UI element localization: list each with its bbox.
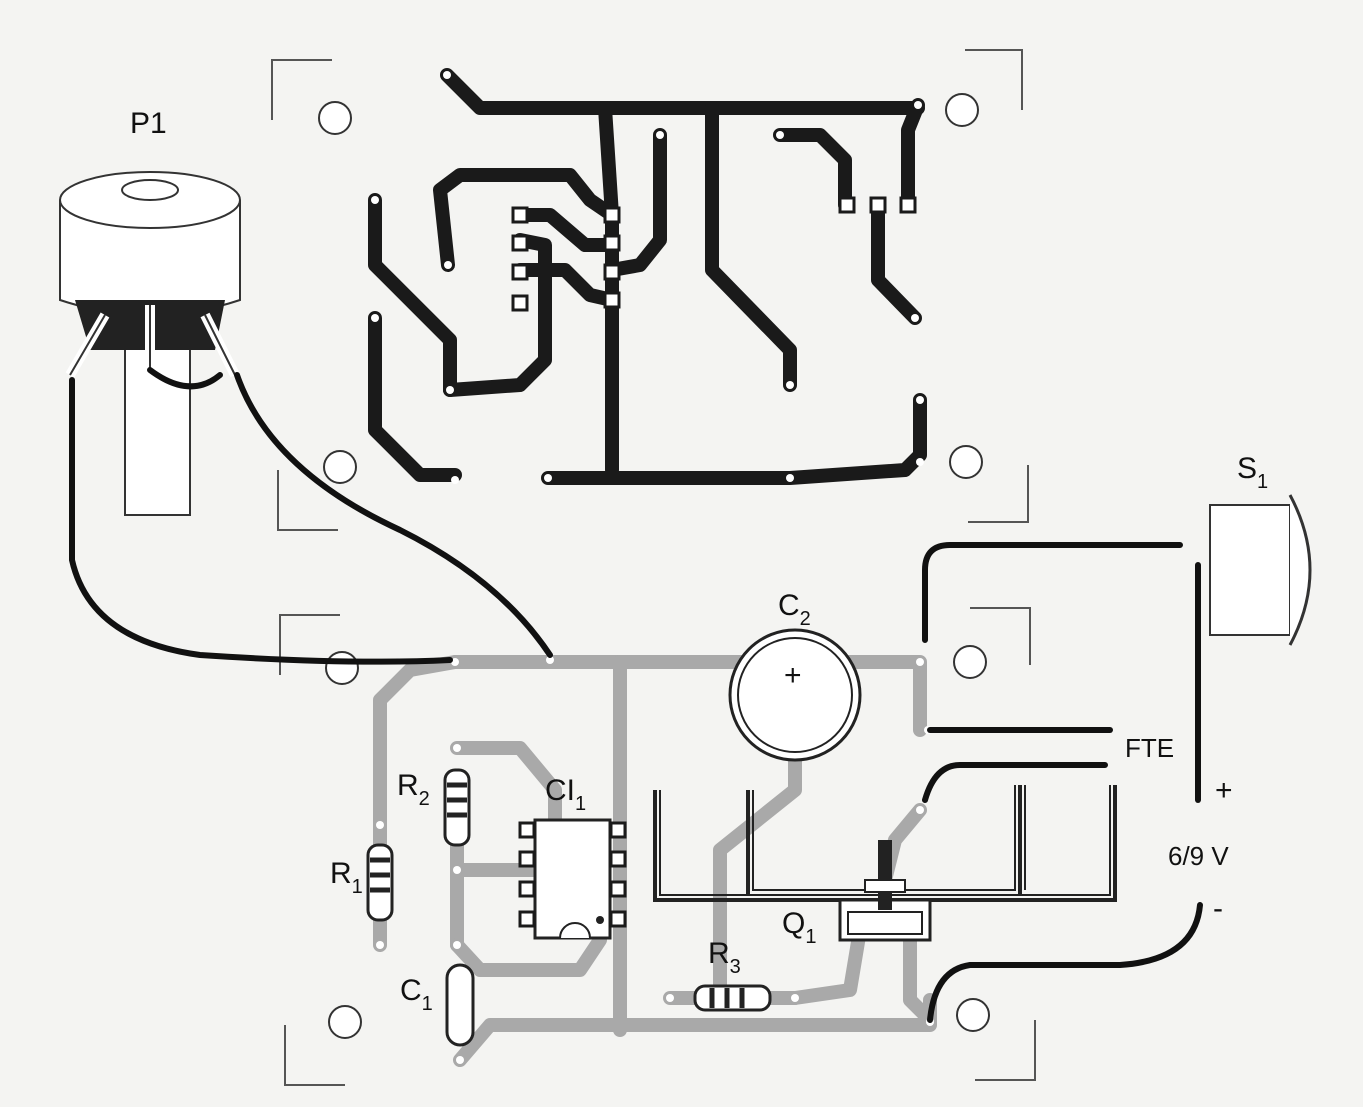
label-c2: C2 xyxy=(778,589,811,630)
label-r3: R3 xyxy=(708,937,741,978)
label-s1: S1 xyxy=(1237,452,1268,493)
label-r1: R1 xyxy=(330,857,363,898)
resistor-r2 xyxy=(443,768,471,847)
resistor-r1 xyxy=(366,843,394,922)
ic-ci1 xyxy=(518,818,627,940)
label-plus: + xyxy=(1215,774,1233,807)
capacitor-c2 xyxy=(728,628,862,762)
label-c1: C1 xyxy=(400,974,433,1015)
label-r2: R2 xyxy=(397,769,430,810)
c2-polarity: + xyxy=(784,659,802,692)
label-q1: Q1 xyxy=(782,907,816,948)
label-p1: P1 xyxy=(130,107,167,140)
potentiometer-p1 xyxy=(59,171,241,516)
top-copper-traces xyxy=(368,68,927,485)
label-minus: - xyxy=(1213,892,1223,925)
transistor-q1 xyxy=(838,840,932,942)
mounting-holes xyxy=(318,93,990,1039)
label-fte: FTE xyxy=(1125,733,1174,763)
label-ci1: CI1 xyxy=(545,774,586,815)
capacitor-c1 xyxy=(445,963,475,1047)
resistor-r3 xyxy=(693,984,772,1012)
ic-pads-top xyxy=(511,196,917,312)
switch-s1 xyxy=(1209,494,1312,646)
board-corner-marks xyxy=(271,49,1036,1086)
wires xyxy=(69,367,1203,1023)
label-voltage: 6/9 V xyxy=(1168,841,1229,871)
